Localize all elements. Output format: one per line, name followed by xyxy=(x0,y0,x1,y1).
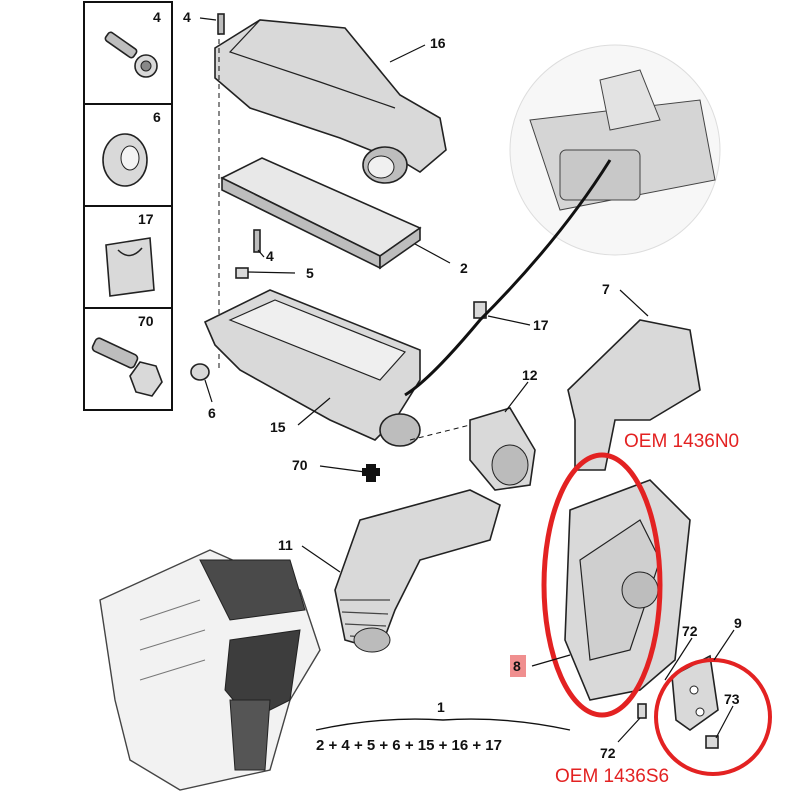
callout-73: 73 xyxy=(724,691,740,707)
legend-number-17: 17 xyxy=(138,211,154,227)
legend-panel: 4 6 17 70 xyxy=(83,1,173,411)
legend-number-70: 70 xyxy=(138,313,154,329)
air-filter-lid-part-16 xyxy=(214,19,447,184)
flange-bolt-icon xyxy=(91,337,163,397)
leader-lines xyxy=(199,17,735,743)
intake-elbow-part-12 xyxy=(469,407,536,491)
callout-16: 16 xyxy=(430,35,446,51)
callout-72-top: 72 xyxy=(682,623,698,639)
clip-part-5 xyxy=(235,267,249,279)
callout-8: 8 xyxy=(513,658,521,674)
highlight-circle-part-9 xyxy=(654,658,772,776)
callout-17: 17 xyxy=(533,317,549,333)
callout-4-top: 4 xyxy=(183,9,191,25)
callout-5: 5 xyxy=(306,265,314,281)
callout-70: 70 xyxy=(292,457,308,473)
breather-hose-line xyxy=(404,159,612,397)
air-box-lower-part-15 xyxy=(203,289,421,447)
oem-label-top: OEM 1436N0 xyxy=(624,431,739,452)
legend-number-6: 6 xyxy=(153,109,161,125)
bracket-part-9 xyxy=(671,654,719,731)
callout-11: 11 xyxy=(278,537,293,553)
legend-number-4: 4 xyxy=(153,9,161,25)
resonator-module-part-8 xyxy=(564,479,691,701)
intake-hose-part-11 xyxy=(334,489,501,653)
inset-detail-view xyxy=(509,44,721,256)
part-8-badge xyxy=(510,655,526,677)
callout-2: 2 xyxy=(460,260,468,276)
assembly-dash-line-2 xyxy=(409,424,471,441)
small-bolt-part-4-mid xyxy=(253,229,261,253)
assembly-formula: 2 + 4 + 5 + 6 + 15 + 16 + 17 xyxy=(316,737,502,754)
callout-7: 7 xyxy=(602,281,610,297)
bolt-part-72 xyxy=(637,703,647,719)
engine-block-illustration xyxy=(99,549,321,791)
callout-6: 6 xyxy=(208,405,216,421)
callout-72-bottom: 72 xyxy=(600,745,616,761)
callout-1: 1 xyxy=(437,699,445,715)
callout-15: 15 xyxy=(270,419,286,435)
grommet-icon xyxy=(102,133,148,187)
small-bolt-part-4-top xyxy=(217,13,225,35)
oem-label-bottom: OEM 1436S6 xyxy=(555,766,669,787)
highlight-ellipse-part-8 xyxy=(541,452,663,718)
grommet-part-6 xyxy=(190,363,210,381)
plus-marker-part-70 xyxy=(362,464,380,482)
bracket-part-7 xyxy=(567,319,701,471)
callout-12: 12 xyxy=(522,367,538,383)
nut-part-73 xyxy=(705,735,719,749)
callout-4-mid: 4 xyxy=(266,248,274,264)
clip-icon xyxy=(105,237,155,297)
bolt-icon xyxy=(104,31,158,78)
air-filter-element-part-2 xyxy=(220,157,422,270)
callout-9: 9 xyxy=(734,615,742,631)
